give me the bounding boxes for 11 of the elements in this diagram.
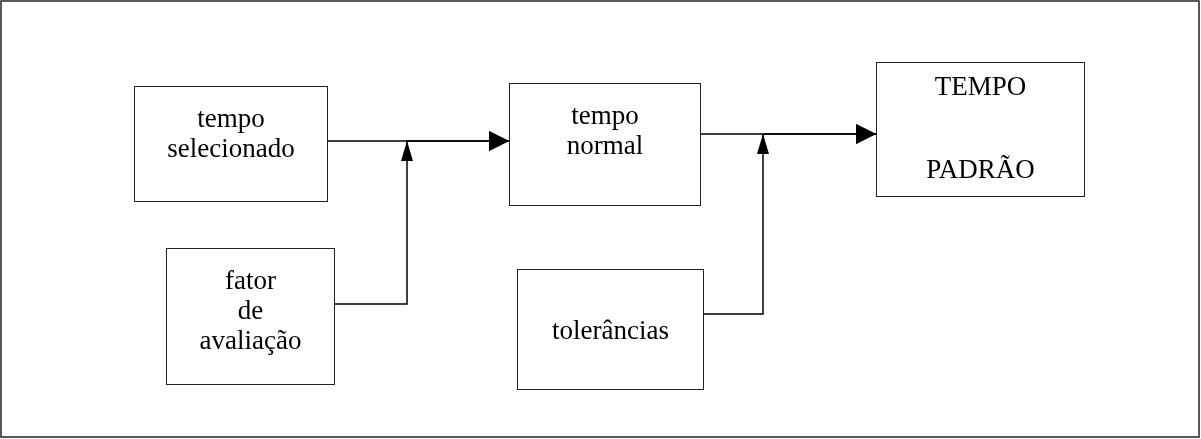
process-box <box>876 62 1085 197</box>
box-label: tempo normal <box>565 100 645 160</box>
box-label: tolerâncias <box>552 314 669 345</box>
box-label: TEMPO <box>934 71 1027 101</box>
box-label: tempo selecionado <box>166 103 296 163</box>
box-label: PADRÃO <box>926 154 1035 184</box>
process-box <box>134 86 328 202</box>
box-label: fator de avaliação <box>198 265 303 355</box>
process-box <box>509 83 701 206</box>
process-box <box>517 269 704 390</box>
process-box <box>166 248 335 385</box>
